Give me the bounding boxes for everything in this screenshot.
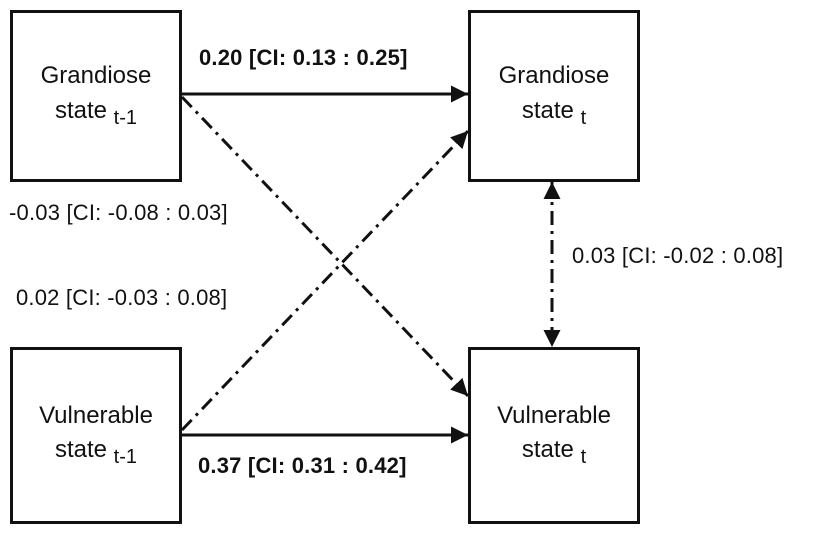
node-vulnerable-state-t-minus-1: Vulnerable state t-1 bbox=[10, 347, 182, 524]
node-label-line1: Vulnerable bbox=[497, 401, 611, 429]
node-vulnerable-state-t: Vulnerable state t bbox=[468, 347, 640, 524]
node-label-line2: state t-1 bbox=[54, 96, 138, 129]
node-grandiose-state-t: Grandiose state t bbox=[468, 10, 640, 182]
node-label-line1: Grandiose bbox=[498, 62, 610, 90]
vulnerable-to-grandiose-label: 0.02 [CI: -0.03 : 0.08] bbox=[16, 285, 228, 310]
node-label-line2: state t bbox=[521, 96, 587, 129]
node-label-line1: Grandiose bbox=[40, 62, 152, 90]
node-label-line2: state t-1 bbox=[54, 436, 138, 469]
grandiose-to-vulnerable-arrow bbox=[180, 95, 470, 398]
grandiose-autoregressive-label: 0.20 [CI: 0.13 : 0.25] bbox=[199, 45, 408, 70]
vulnerable-to-grandiose-arrow bbox=[180, 129, 470, 432]
node-label-line1: Vulnerable bbox=[39, 401, 153, 429]
grandiose-to-vulnerable-label: -0.03 [CI: -0.08 : 0.03] bbox=[9, 200, 228, 225]
contemporaneous-covariance-label: 0.03 [CI: -0.02 : 0.08] bbox=[572, 243, 784, 268]
vulnerable-autoregressive-label: 0.37 [CI: 0.31 : 0.42] bbox=[198, 453, 407, 478]
node-label-line2: state t bbox=[521, 436, 587, 469]
node-grandiose-state-t-minus-1: Grandiose state t-1 bbox=[10, 10, 182, 182]
